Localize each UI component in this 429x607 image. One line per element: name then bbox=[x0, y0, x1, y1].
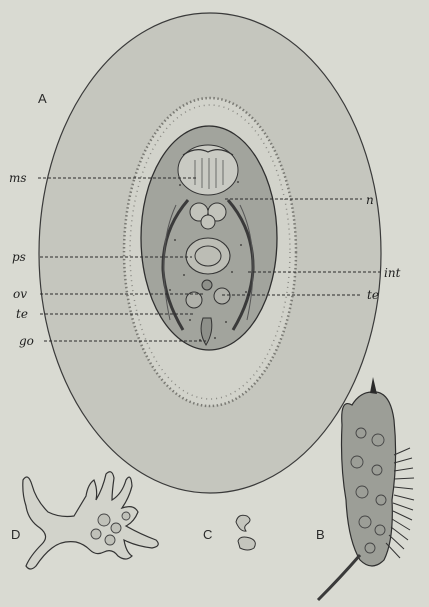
label-te-left: te bbox=[16, 307, 28, 321]
sporocyst-outline bbox=[23, 472, 158, 569]
label-ps: ps bbox=[12, 250, 26, 264]
label-te-right: te bbox=[367, 288, 379, 302]
ovary bbox=[202, 280, 212, 290]
label-ov: ov bbox=[13, 287, 27, 301]
label-ms: ms bbox=[9, 171, 27, 185]
label-int: int bbox=[384, 266, 401, 280]
ganglion-center bbox=[201, 215, 215, 229]
ventral-sucker bbox=[186, 238, 230, 274]
label-go: go bbox=[19, 334, 34, 348]
worm-body bbox=[141, 126, 277, 350]
cercaria-tail bbox=[318, 555, 360, 600]
panel-c-eggs: C bbox=[203, 515, 255, 550]
panel-letter-d: D bbox=[11, 527, 20, 542]
panel-letter-a: A bbox=[38, 91, 47, 106]
panel-d-sporocyst: D bbox=[11, 472, 158, 569]
testis-right bbox=[214, 288, 230, 304]
testis-left bbox=[186, 292, 202, 308]
cercaria-body bbox=[342, 392, 396, 566]
panel-letter-b: B bbox=[316, 527, 325, 542]
egg-1 bbox=[236, 515, 250, 531]
cercaria-spine bbox=[370, 377, 377, 394]
panel-letter-c: C bbox=[203, 527, 212, 542]
egg-2 bbox=[238, 537, 255, 550]
label-n: n bbox=[366, 193, 374, 207]
